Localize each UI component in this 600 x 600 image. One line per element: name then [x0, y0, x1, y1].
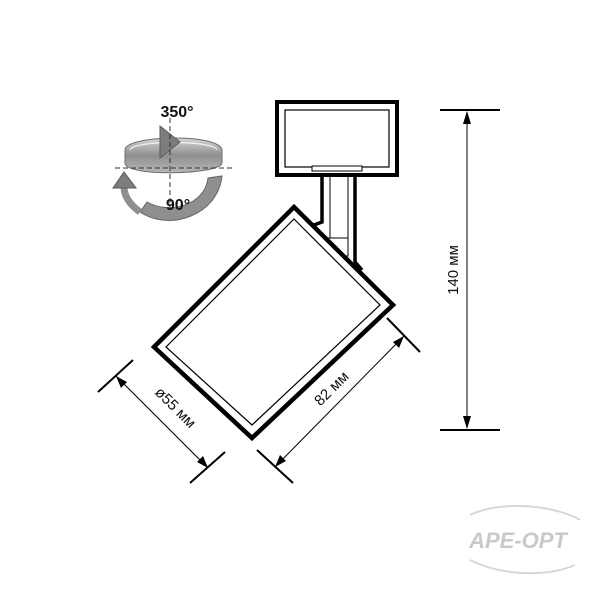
- vertical-rotation-arrow-icon: [112, 171, 223, 221]
- brand-logo: APE-OPT: [468, 505, 581, 575]
- horizontal-rotation-arrow-icon: [124, 124, 223, 174]
- height-label: 140 мм: [445, 245, 462, 295]
- lamp-body: [150, 203, 397, 442]
- diameter-label: ø55 мм: [151, 384, 199, 432]
- track-adapter: [275, 100, 399, 177]
- vertical-rotation-label: 90°: [166, 197, 190, 214]
- rotation-icon: 350° 90°: [112, 104, 232, 221]
- height-dimension: 140 мм: [440, 109, 500, 431]
- horizontal-rotation-label: 350°: [160, 104, 193, 121]
- brand-logo-text: APE-OPT: [468, 528, 568, 553]
